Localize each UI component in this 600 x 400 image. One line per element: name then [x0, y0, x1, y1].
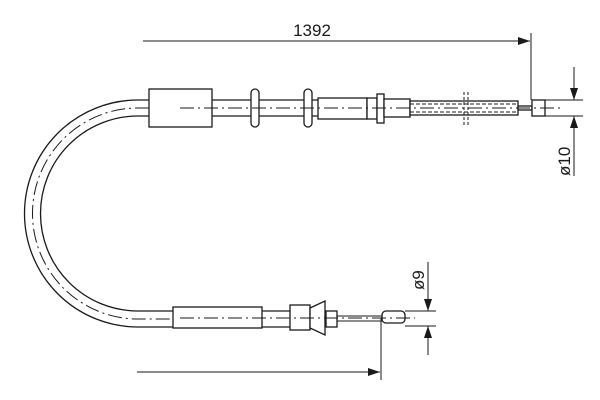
length-dimension: 1392 [137, 21, 532, 380]
top-diameter-label: ø10 [555, 147, 574, 176]
end-fitting-bottom [381, 310, 406, 324]
cable-sheath [23, 99, 175, 328]
bottom-diameter-dimension: ø9 [405, 262, 436, 355]
top-cable-end [148, 88, 560, 128]
length-label: 1392 [293, 21, 331, 40]
top-diameter-dimension: ø10 [545, 67, 583, 176]
bottom-diameter-label: ø9 [409, 270, 428, 290]
bottom-cable-end [172, 299, 415, 337]
